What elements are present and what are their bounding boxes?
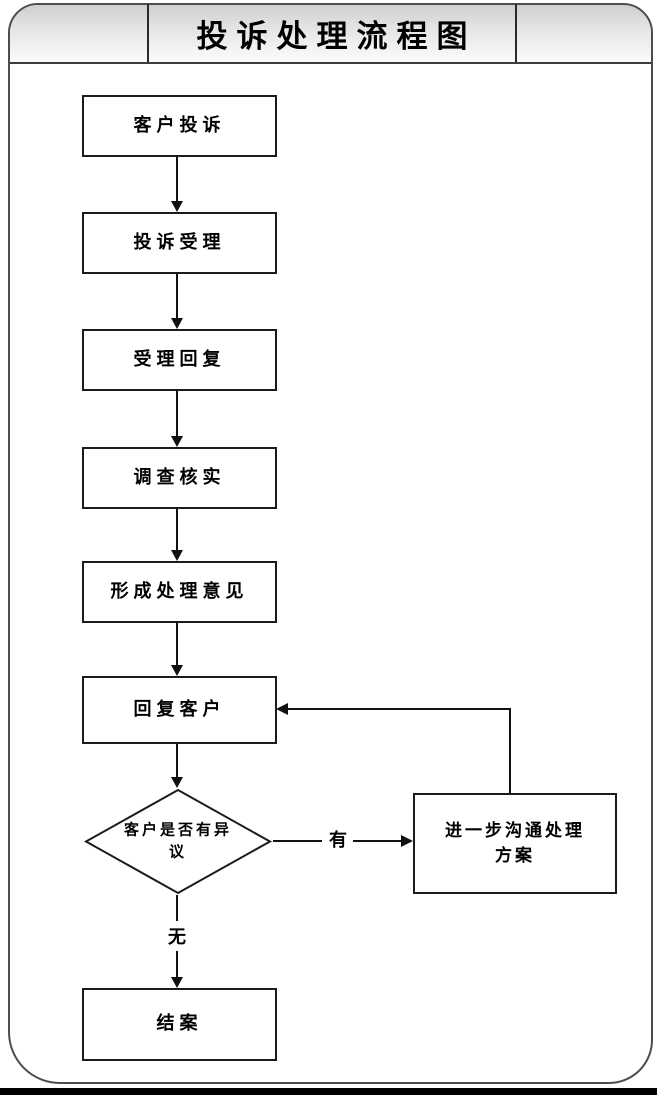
flow-node-customer-complaint: 客户投诉 bbox=[82, 95, 277, 157]
connector-line bbox=[176, 387, 178, 436]
node-label: 形成处理意见 bbox=[110, 580, 249, 602]
flow-node-reply-customer: 回复客户 bbox=[82, 676, 277, 744]
outer-frame bbox=[8, 3, 653, 1084]
arrow-right-icon bbox=[401, 835, 413, 847]
flow-node-form-opinion: 形成处理意见 bbox=[82, 561, 277, 623]
node-label: 回复客户 bbox=[133, 698, 226, 720]
connector-line bbox=[353, 840, 401, 842]
title-box: 投诉处理流程图 bbox=[147, 4, 517, 62]
connector-line bbox=[176, 951, 178, 977]
diamond-shape bbox=[83, 788, 273, 895]
node-label: 结案 bbox=[156, 1013, 203, 1035]
arrow-down-icon bbox=[171, 201, 183, 212]
connector-line bbox=[176, 619, 178, 665]
connector-line bbox=[273, 840, 322, 842]
flow-node-investigation: 调查核实 bbox=[82, 447, 277, 509]
bottom-rule bbox=[0, 1088, 657, 1095]
node-label: 客户投诉 bbox=[133, 114, 226, 136]
page-title: 投诉处理流程图 bbox=[196, 18, 477, 55]
arrow-down-icon bbox=[171, 777, 183, 788]
arrow-down-icon bbox=[171, 318, 183, 329]
arrow-down-icon bbox=[171, 665, 183, 676]
connector-line bbox=[176, 153, 178, 201]
edge-label-yes: 有 bbox=[326, 826, 350, 852]
arrow-left-icon bbox=[276, 703, 288, 715]
connector-line bbox=[287, 708, 511, 710]
arrow-down-icon bbox=[171, 977, 183, 988]
title-bar bbox=[10, 5, 651, 64]
arrow-down-icon bbox=[171, 550, 183, 561]
node-label: 进一步沟通处理方案 bbox=[445, 820, 585, 866]
connector-line bbox=[176, 740, 178, 777]
flow-node-close-case: 结案 bbox=[82, 988, 277, 1061]
node-label: 投诉受理 bbox=[133, 231, 226, 253]
flow-node-acceptance-reply: 受理回复 bbox=[82, 329, 277, 391]
node-label: 调查核实 bbox=[133, 466, 226, 488]
edge-label-no: 无 bbox=[165, 923, 189, 949]
arrow-down-icon bbox=[171, 436, 183, 447]
connector-line bbox=[509, 709, 511, 793]
connector-line bbox=[176, 270, 178, 318]
node-label: 客户是否有异议 bbox=[123, 820, 232, 861]
connector-line bbox=[176, 505, 178, 550]
flow-node-complaint-acceptance: 投诉受理 bbox=[82, 212, 277, 274]
flow-node-objection-decision: 客户是否有异议 bbox=[83, 788, 273, 895]
connector-line bbox=[176, 895, 178, 921]
flow-node-further-communication: 进一步沟通处理方案 bbox=[413, 793, 617, 894]
node-label: 受理回复 bbox=[133, 348, 226, 370]
